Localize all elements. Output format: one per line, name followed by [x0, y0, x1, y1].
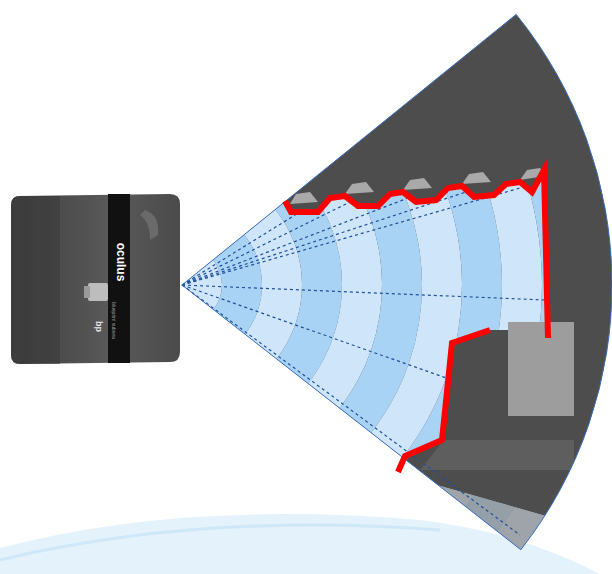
- detected-returns: [285, 170, 548, 472]
- product-name: oculus: [115, 243, 127, 282]
- beam-rays: [182, 188, 545, 535]
- logo-mark: bp: [94, 321, 103, 332]
- fan-outline: [182, 14, 612, 549]
- target-floor: [420, 440, 574, 470]
- target-block: [508, 322, 574, 416]
- partial-shadow: [412, 478, 612, 574]
- ground-ribbon-line: [0, 525, 440, 560]
- wall-shadow: [250, 0, 612, 470]
- sonar-fan: [182, 0, 612, 574]
- sonar-device: [11, 194, 180, 364]
- beam-ring: [182, 260, 222, 310]
- brand-name: blueprint subsea: [110, 302, 115, 339]
